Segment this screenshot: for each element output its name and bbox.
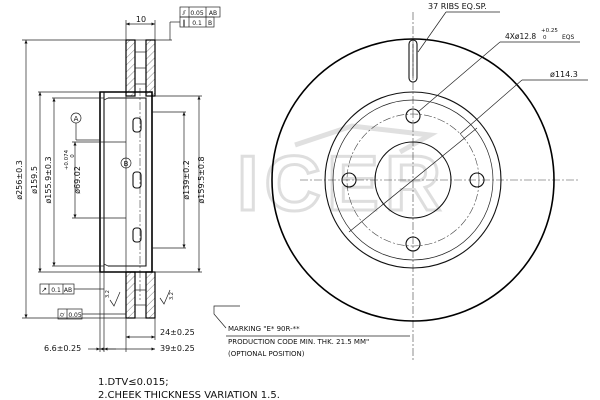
gdt-parallel-frame: ∥ 0.1 B [155, 16, 215, 41]
svg-text:MARKING "E* 90R-**: MARKING "E* 90R-** [228, 325, 300, 333]
gdt-cylindricity-frame: ⌭ 0.05 [57, 308, 126, 320]
svg-text:⫽: ⫽ [181, 9, 186, 17]
svg-text:0.05: 0.05 [190, 10, 204, 17]
front-view: 37 RIBS EQ.SP. 4Xø12.8 +0.25 0 EQS ø114.… [271, 2, 588, 360]
diagonal-leader [348, 127, 478, 233]
center-bore [374, 141, 452, 219]
side-section-view: A B 10 ⫽ 0.05 AB ∥ 0.1 [15, 6, 221, 353]
svg-text:ø139±0.2: ø139±0.2 [182, 160, 191, 200]
dim-139: ø139±0.2 [152, 111, 191, 249]
hub-hat-section [99, 91, 153, 273]
icer-watermark: ICER [235, 123, 447, 229]
svg-text:0: 0 [543, 35, 547, 41]
gdt-runout-frame: ↗ 0.1 AB [39, 283, 104, 295]
svg-text:0.1: 0.1 [192, 20, 202, 27]
svg-text:B: B [208, 20, 212, 27]
svg-text:AB: AB [64, 287, 72, 294]
svg-text:EQS: EQS [562, 34, 575, 41]
svg-text:3.2: 3.2 [105, 290, 111, 298]
svg-text:6.6±0.25: 6.6±0.25 [44, 344, 81, 353]
svg-text:ø155.9±0.3: ø155.9±0.3 [44, 156, 53, 203]
svg-text:↗: ↗ [41, 286, 47, 294]
svg-text:ø69.02: ø69.02 [73, 166, 82, 194]
dim-top-width: 10 [125, 15, 156, 40]
gdt-flatness-frame: ⫽ 0.05 AB [179, 6, 221, 18]
pcd-circle [346, 113, 480, 247]
svg-text:10: 10 [136, 15, 146, 24]
marking-note: MARKING "E* 90R-** PRODUCTION CODE MIN. … [213, 305, 410, 358]
friction-inner-edge [324, 91, 502, 269]
lug-hole-bottom [405, 236, 421, 252]
dim-hub-bore: ø69.02 +0.074 0 [64, 141, 126, 219]
svg-text:ø256±0.3: ø256±0.3 [15, 160, 24, 200]
svg-text:AB: AB [209, 10, 217, 17]
svg-text:39±0.25: 39±0.25 [160, 344, 195, 353]
svg-text:ø114.3: ø114.3 [550, 70, 578, 79]
svg-text:0.1: 0.1 [51, 287, 61, 294]
callout-ribs: 37 RIBS EQ.SP. [417, 2, 500, 53]
svg-text:PRODUCTION CODE MIN. THK. 21.: PRODUCTION CODE MIN. THK. 21.5 MM" [228, 338, 369, 346]
notes-block: 1.DTV≤0.015; 2.CHEEK THICKNESS VARIATION… [98, 377, 280, 400]
svg-text:ICER: ICER [237, 139, 447, 227]
svg-text:ø159.5±0.8: ø159.5±0.8 [197, 156, 206, 203]
lug-hole-left [341, 172, 357, 188]
svg-text:A: A [74, 115, 79, 123]
svg-text:+0.25: +0.25 [541, 28, 558, 34]
roughness-symbol-left: 3.2 [105, 290, 121, 307]
dim-159-5: ø159.5 [30, 91, 100, 273]
datum-b-marker: B [120, 157, 132, 169]
svg-text:B: B [124, 160, 129, 168]
lug-hole-right [469, 172, 485, 188]
dim-hat: 6.6±0.25 [44, 272, 116, 353]
lower-friction-ring [125, 271, 156, 319]
vent-rib-slot [408, 39, 418, 83]
datum-a-marker: A [70, 112, 100, 141]
svg-text:∥: ∥ [182, 19, 186, 27]
dim-155-9: ø155.9±0.3 [44, 97, 104, 267]
note-2: 2.CHEEK THICKNESS VARIATION 1.5. [98, 390, 280, 400]
svg-text:4Xø12.8: 4Xø12.8 [505, 32, 536, 41]
dim-thickness: 24±0.25 [125, 318, 195, 352]
roughness-symbol-right: 3.2 [159, 289, 175, 305]
dim-outer-diameter: ø256±0.3 [15, 39, 126, 319]
svg-text:37 RIBS EQ.SP.: 37 RIBS EQ.SP. [428, 2, 487, 11]
note-1: 1.DTV≤0.015; [98, 377, 169, 388]
dim-159-5-tol: ø159.5±0.8 [155, 95, 206, 273]
svg-text:0: 0 [70, 154, 76, 158]
lug-hole-top [405, 108, 421, 124]
svg-text:0.05: 0.05 [68, 312, 82, 319]
outer-edge [271, 38, 555, 322]
callout-lug-holes: 4Xø12.8 +0.25 0 EQS [417, 28, 580, 113]
svg-text:3.2: 3.2 [169, 292, 175, 300]
svg-text:⌭: ⌭ [59, 311, 64, 319]
upper-friction-ring [125, 39, 156, 97]
svg-text:ø159.5: ø159.5 [30, 166, 39, 194]
callout-pcd: ø114.3 [459, 70, 588, 135]
svg-text:+0.074: +0.074 [64, 149, 70, 170]
hat-outer-edge [332, 99, 494, 261]
svg-text:(OPTIONAL POSITION): (OPTIONAL POSITION) [228, 350, 305, 358]
svg-text:24±0.25: 24±0.25 [160, 328, 195, 337]
